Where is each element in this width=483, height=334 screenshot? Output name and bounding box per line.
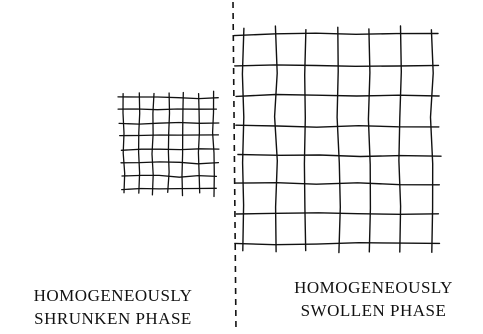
grid-horizontal-strand (235, 65, 439, 66)
grid-horizontal-strand (118, 109, 216, 110)
grid-vertical-strand (399, 26, 401, 252)
grid-vertical-strand (304, 30, 306, 251)
swollen-phase-label: HOMOGENEOUSLY SWOLLEN PHASE (264, 276, 483, 322)
grid-vertical-strand (182, 93, 183, 196)
grid-horizontal-strand (118, 97, 218, 99)
grid-horizontal-strand (121, 149, 218, 151)
phase-boundary-dashed-line (233, 2, 236, 332)
shrunken-phase-label: HOMOGENEOUSLY SHRUNKEN PHASE (0, 284, 226, 330)
grid-horizontal-strand (122, 188, 217, 189)
grid-vertical-strand (431, 30, 434, 253)
swollen-phase-label-line1: HOMOGENEOUSLY (264, 276, 483, 299)
grid-horizontal-strand (236, 213, 438, 215)
grid-vertical-strand (198, 94, 199, 193)
grid-vertical-strand (368, 29, 370, 252)
grid-horizontal-strand (120, 135, 219, 136)
grid-vertical-strand (168, 93, 170, 192)
grid-vertical-strand (242, 28, 244, 250)
shrunken-phase-label-line2: SHRUNKEN PHASE (0, 307, 226, 330)
swollen-phase-label-line2: SWOLLEN PHASE (264, 299, 483, 322)
grid-horizontal-strand (236, 183, 440, 185)
grid-vertical-strand (337, 27, 340, 252)
grid-vertical-strand (275, 26, 278, 252)
shrunken-phase-label-line1: HOMOGENEOUSLY (0, 284, 226, 307)
swollen-network-grid (234, 26, 441, 253)
grid-horizontal-strand (122, 175, 216, 177)
phase-boundary-dash (233, 2, 236, 332)
grid-vertical-strand (152, 94, 154, 195)
grid-vertical-strand (139, 93, 140, 193)
grid-horizontal-strand (121, 162, 218, 164)
shrunken-network-grid (118, 91, 219, 196)
grid-horizontal-strand (235, 243, 440, 245)
grid-horizontal-strand (234, 33, 438, 35)
grid-vertical-strand (213, 91, 215, 196)
